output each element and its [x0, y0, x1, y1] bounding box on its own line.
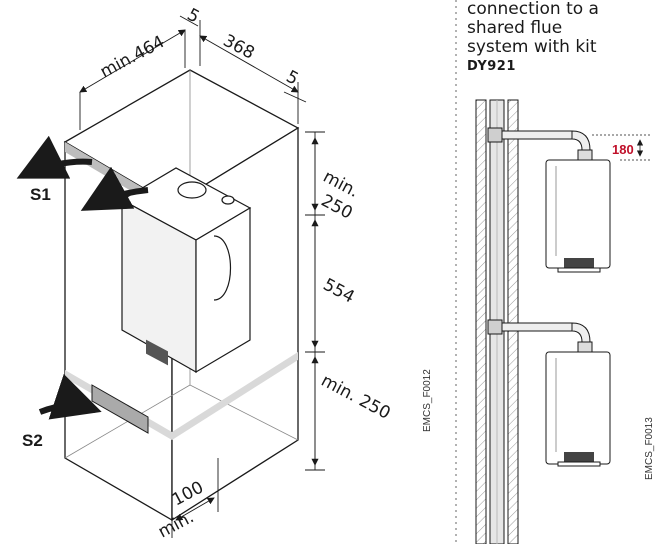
- boiler-unit: [120, 167, 252, 374]
- figure-code-left: EMCS_F0012: [422, 369, 433, 432]
- flue-connection-lower: [487, 319, 593, 353]
- wall-left: [475, 99, 487, 544]
- dim-180: 180: [612, 142, 634, 157]
- dim-min-250-bottom: min. 250: [318, 371, 394, 424]
- label-s2: S2: [22, 431, 43, 450]
- shared-flue-diagram: 180 EMCS_F0013: [475, 99, 655, 544]
- dim-min-464: min.464: [97, 32, 168, 82]
- airflow-arrow-s2: [38, 373, 102, 420]
- heading-line-2: shared flue: [467, 18, 563, 38]
- figure-code-right: EMCS_F0013: [644, 417, 655, 480]
- dim-368: 368: [220, 31, 258, 64]
- bottom-dimension-lines: [171, 458, 219, 538]
- airflow-arrow-s1-lower: [80, 166, 149, 211]
- heading-line-3: system with kit: [467, 37, 597, 57]
- kit-code: DY921: [467, 59, 516, 74]
- heading-line-1: connection to a: [467, 0, 599, 19]
- vertical-dimension-lines: [305, 131, 325, 471]
- airflow-arrow-s1-upper: [16, 135, 93, 179]
- wall-right: [507, 99, 519, 544]
- boiler-lower: [545, 351, 611, 467]
- cabinet-installation-diagram: S1 S2 min.464 5 368 5: [16, 5, 433, 542]
- flue-connection-heading: connection to a shared flue system with …: [467, 0, 657, 76]
- boiler-upper: [545, 159, 611, 273]
- dim-5-right: 5: [283, 67, 302, 90]
- top-dimension-lines: [79, 15, 307, 130]
- dim-554: 554: [320, 275, 358, 308]
- dim-180-lines: [592, 134, 650, 161]
- label-s1: S1: [30, 185, 51, 204]
